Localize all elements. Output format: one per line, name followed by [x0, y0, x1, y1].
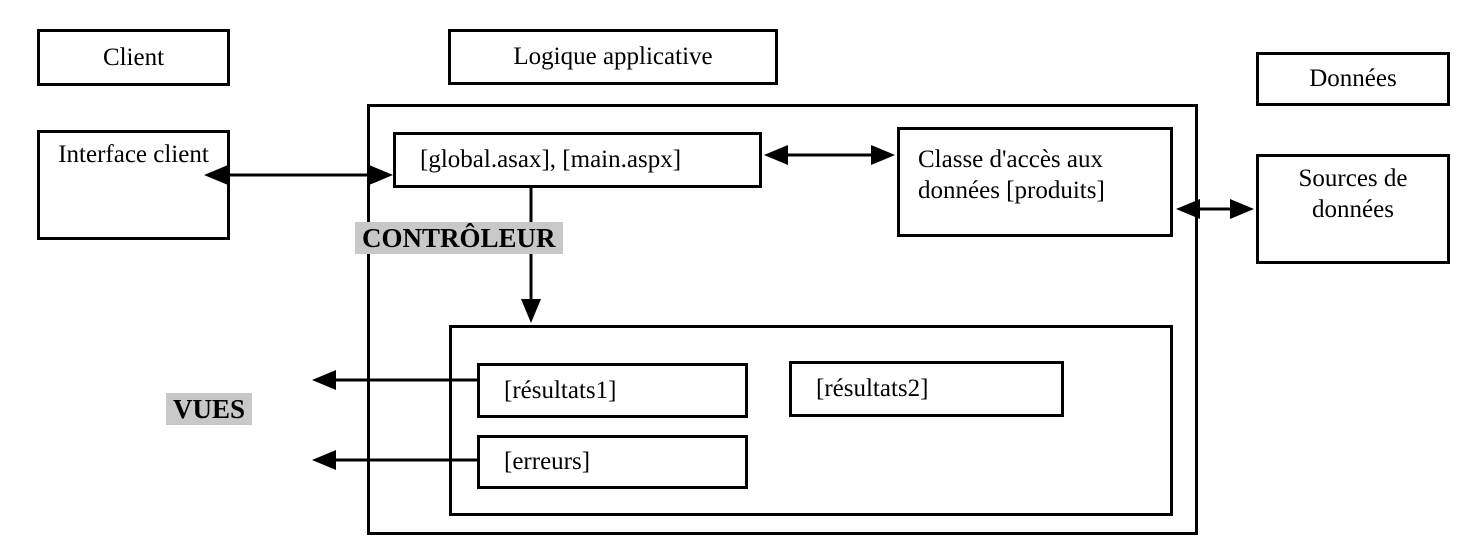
- arrow-client-controller: [204, 165, 393, 185]
- interface-client-box: Interface client: [37, 130, 230, 240]
- data-sources-label: Sources de données: [1298, 165, 1408, 224]
- resultats2-view-box: [résultats2]: [789, 361, 1064, 417]
- data-access-class-box: Classe d'accès aux données [produits]: [897, 127, 1173, 237]
- data-tier-box: Données: [1256, 52, 1450, 106]
- vues-label: VUES: [166, 393, 253, 425]
- client-tier-box: Client: [37, 29, 230, 86]
- data-access-class-label: Classe d'accès aux données [produits]: [918, 145, 1105, 204]
- logic-tier-box: Logique applicative: [448, 29, 778, 85]
- views-container: [449, 325, 1173, 516]
- erreurs-view-box: [erreurs]: [477, 435, 748, 489]
- resultats1-view-box: [résultats1]: [477, 363, 748, 418]
- data-sources-box: Sources de données: [1256, 154, 1450, 264]
- controller-files-box: [global.asax], [main.aspx]: [393, 132, 762, 188]
- interface-client-label: Interface client: [58, 141, 209, 168]
- controleur-label: CONTRÔLEUR: [355, 222, 563, 254]
- logic-container: [367, 104, 1198, 535]
